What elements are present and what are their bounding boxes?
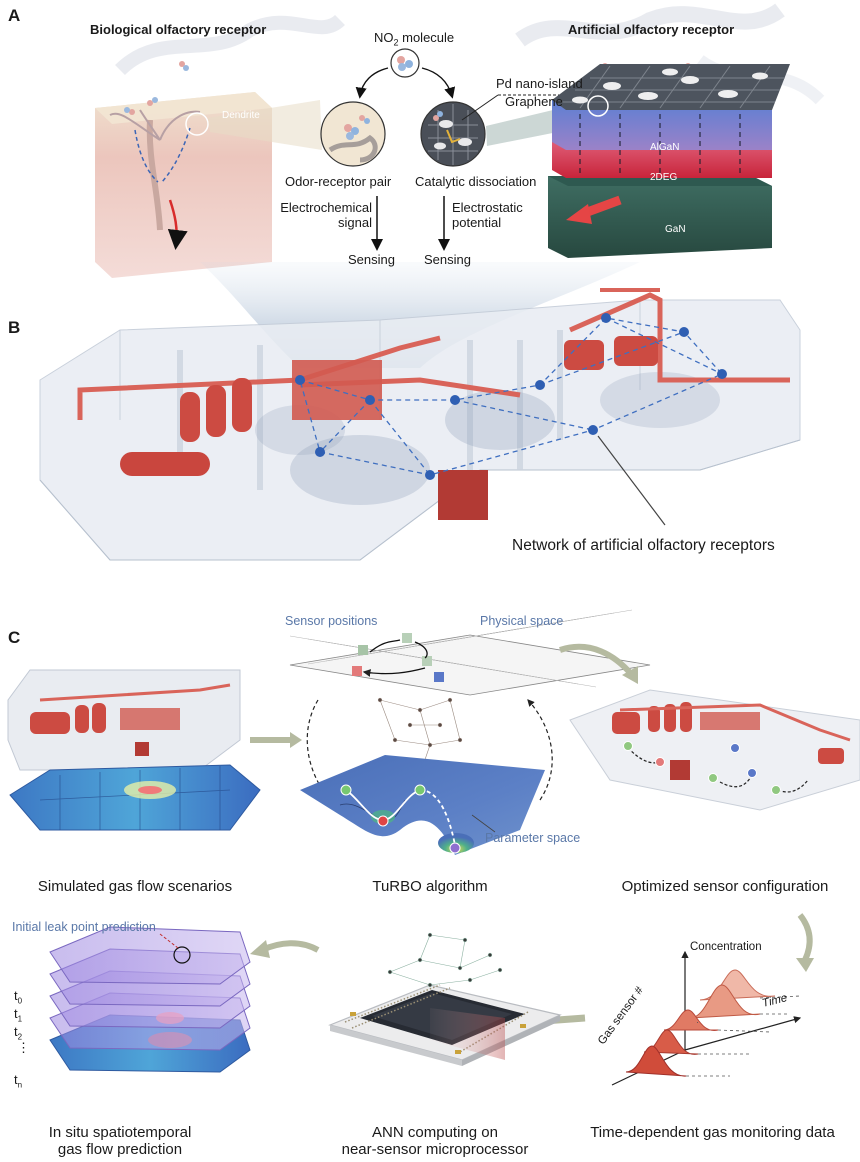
microprocessor-graphic — [328, 932, 562, 1066]
bio-receptor-title: Biological olfactory receptor — [90, 22, 267, 37]
pd-nano-island-label: Pd nano-island — [496, 76, 583, 91]
panel-b-graphics — [39, 288, 801, 561]
algan-label: AlGaN — [650, 142, 680, 153]
concentration-axis-label: Concentration — [690, 941, 762, 953]
panel-c-graphics: · — [7, 609, 860, 1086]
time-label-tn: tn — [14, 1072, 23, 1090]
time-label-t1: t1 — [14, 1006, 23, 1024]
time-label-ellipsis: ⋮ — [17, 1040, 30, 1055]
physical-space-label: Physical space — [480, 614, 564, 628]
2deg-label: 2DEG — [650, 172, 678, 183]
caption-optimized: Optimized sensor configuration — [621, 878, 829, 895]
dendrite-label: Dendrite — [222, 110, 260, 121]
sensing-right-label: Sensing — [424, 252, 471, 267]
factory-building — [39, 299, 801, 561]
initial-leak-label: Initial leak point prediction — [12, 920, 156, 934]
dendrite-highlight — [185, 112, 209, 136]
svg-text:·: · — [696, 1017, 699, 1027]
odor-receptor-pair-label: Odor-receptor pair — [285, 174, 392, 189]
time-label-t2: t2 — [14, 1024, 23, 1042]
smoke-wisp — [515, 3, 785, 47]
panel-letter-c: C — [8, 628, 21, 647]
tissue-block — [95, 92, 272, 278]
signal-arrow — [167, 199, 188, 250]
network-leader — [597, 435, 666, 526]
sensor-positions-label: Sensor positions — [285, 614, 378, 628]
sensor-network — [295, 313, 727, 480]
sensing-left-label: Sensing — [348, 252, 395, 267]
caption-turbo: TuRBO algorithm — [372, 878, 488, 895]
sim-scenario-graphic — [7, 669, 261, 831]
pd-leader — [461, 94, 499, 121]
panel-letter-a: A — [8, 6, 21, 25]
catalytic-dissociation-label: Catalytic dissociation — [415, 174, 537, 189]
flow-arrow-2 — [559, 643, 635, 677]
prediction-stack-graphic — [49, 926, 251, 1073]
no2-label: NO2 molecule — [374, 30, 455, 48]
graphene-label: Graphene — [505, 94, 563, 109]
network-label: Network of artificial olfactory receptor… — [512, 537, 775, 554]
artificial-receptor-title: Artificial olfactory receptor — [568, 22, 735, 37]
no2-molecule-circle — [390, 48, 420, 78]
time-series-graphic: · — [611, 950, 802, 1086]
panel-a-graphics — [95, 3, 825, 368]
parameter-space-label: Parameter space — [485, 831, 581, 845]
hemt-chip — [548, 64, 790, 258]
smoke-wisp — [115, 14, 345, 76]
flow-arrow-3 — [797, 913, 813, 962]
flow-arrow-5 — [260, 940, 320, 953]
gan-label: GaN — [665, 224, 686, 235]
caption-time-dependent: Time-dependent gas monitoring data — [590, 1124, 835, 1141]
optimized-config-graphic — [569, 689, 860, 811]
time-label-t0: t0 — [14, 988, 23, 1006]
panel-letter-b: B — [8, 318, 21, 337]
caption-simulated: Simulated gas flow scenarios — [37, 878, 233, 895]
